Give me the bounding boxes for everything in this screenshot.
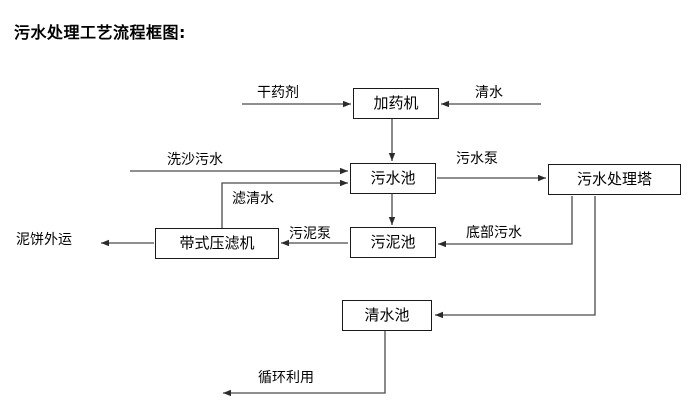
node-label-dosing-machine: 加药机 <box>373 94 419 112</box>
node-belt-filter-press[interactable]: 带式压滤机 <box>155 228 279 259</box>
label-filtered-clear-water: 滤清水 <box>232 191 274 207</box>
edge-tower-bottom-to-sludge-pool <box>438 196 573 248</box>
label-clean-water: 清水 <box>475 85 503 101</box>
label-recycle-reuse: 循环利用 <box>258 370 314 386</box>
node-clear-water-pool[interactable]: 清水池 <box>342 300 432 331</box>
node-label-treatment-tower: 污水处理塔 <box>576 170 652 188</box>
edge-tower-to-clear-water-pool <box>435 196 596 319</box>
node-treatment-tower[interactable]: 污水处理塔 <box>548 164 681 195</box>
label-bottom-wastewater: 底部污水 <box>466 225 522 241</box>
label-dry-chemical: 干药剂 <box>257 85 299 101</box>
label-sand-wash-wastewater: 洗沙污水 <box>167 152 223 168</box>
page-title: 污水处理工艺流程框图: <box>14 23 186 42</box>
node-dosing-machine[interactable]: 加药机 <box>353 88 439 119</box>
node-label-wastewater-pool: 污水池 <box>370 169 416 187</box>
label-mud-cake-transport: 泥饼外运 <box>16 232 72 248</box>
node-label-clear-water-pool: 清水池 <box>364 306 410 324</box>
node-wastewater-pool[interactable]: 污水池 <box>350 163 436 194</box>
node-sludge-pool[interactable]: 污泥池 <box>350 227 436 258</box>
label-sludge-pump: 污泥泵 <box>289 226 331 242</box>
edge-filtered-water-to-wastewater-pool <box>221 179 348 228</box>
edge-clear-water-pool-to-recycle <box>223 331 386 397</box>
node-label-sludge-pool: 污泥池 <box>370 233 416 251</box>
node-label-belt-filter-press: 带式压滤机 <box>179 234 255 252</box>
label-wastewater-pump: 污水泵 <box>456 151 498 167</box>
